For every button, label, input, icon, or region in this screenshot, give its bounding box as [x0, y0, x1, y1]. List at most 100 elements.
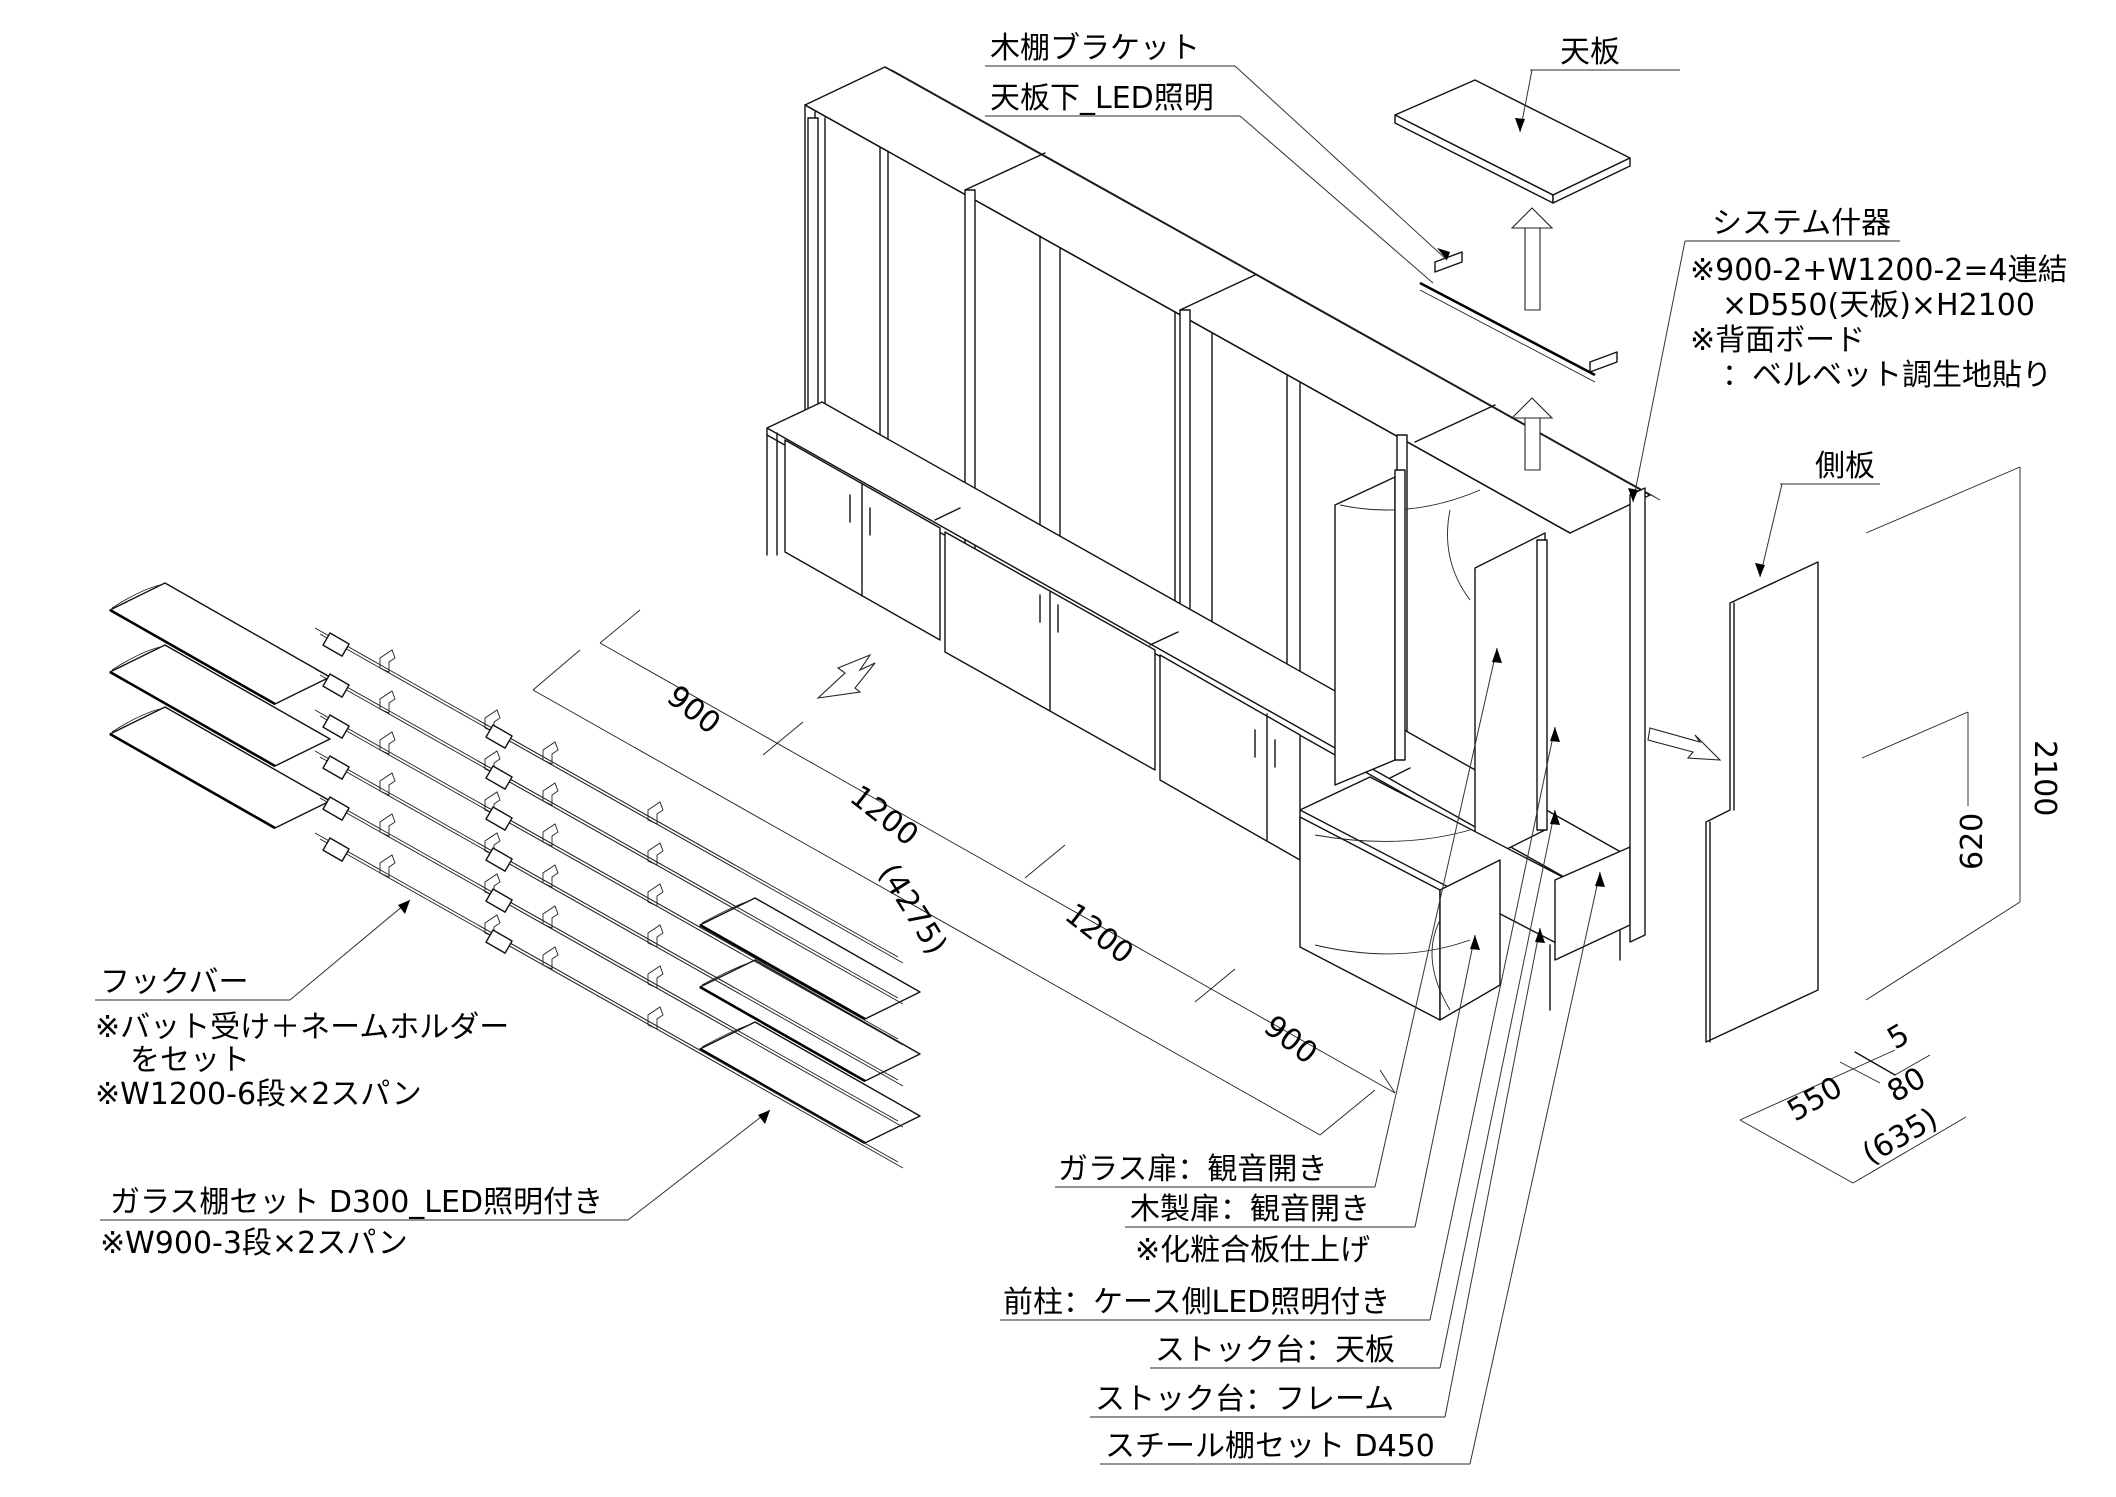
glass-shelf-bracket: [701, 1023, 753, 1048]
glass-shelves-right: [699, 897, 921, 1145]
base-cabinet-2: [944, 531, 1156, 771]
base-cabinet-1: [784, 439, 941, 641]
dim-height-base: 620: [1955, 813, 1990, 870]
glass-shelf-front-edge: [109, 670, 276, 768]
glass-shelf-right-2: [699, 959, 921, 1083]
bat-holder: [542, 864, 559, 888]
bat-holder: [542, 946, 559, 970]
label-steel-shelf: スチール棚セット D450: [1105, 1429, 1435, 1464]
label-wood-shelf-bracket: 木棚ブラケット: [990, 31, 1200, 66]
bay-dividers: [964, 152, 1496, 443]
explode-arrow-right: [1647, 727, 1722, 761]
bat-holder: [542, 905, 559, 929]
label-system-fixture-note2: ×D550(天板)×H2100: [1722, 288, 2035, 323]
name-holder: [485, 929, 513, 954]
hook-bar-row-6-span-2: [477, 924, 904, 1169]
explode-arrow-up-1: [1510, 207, 1554, 311]
label-glass-shelf: ガラス棚セット D300_LED照明付き: [110, 1185, 603, 1220]
bat-holder: [379, 649, 396, 673]
hook-bar-rail: [482, 930, 904, 1169]
name-holder: [322, 714, 350, 739]
name-holder: [322, 755, 350, 780]
bay-base-joints: [934, 507, 1411, 779]
dim-depth-total: (635): [1857, 1101, 1944, 1172]
hook-bar-row-1-span-2: [477, 719, 904, 964]
glass-shelf-front-edge: [109, 608, 276, 706]
glass-door-right: [1394, 469, 1548, 866]
hook-bar-rail: [477, 924, 899, 1163]
hook-bar-rail: [482, 725, 904, 964]
bat-holder: [542, 741, 559, 765]
label-wood-door: 木製扉：観音開き: [1130, 1192, 1370, 1227]
name-holder: [485, 765, 513, 790]
dim-height-total: 2100: [2027, 740, 2062, 816]
label-glass-shelf-note1: ※W900-3段×2スパン: [100, 1226, 408, 1261]
hook-bar-row-2-span-2: [477, 760, 904, 1005]
label-wood-door-note1: ※化粧合板仕上げ: [1135, 1233, 1370, 1268]
label-under-top-led: 天板下_LED照明: [990, 81, 1214, 116]
system-fixture-assembly: [766, 66, 1722, 1021]
glass-shelves-left: [109, 582, 331, 830]
glass-shelf-left-2: [109, 644, 331, 768]
height-dimension-lines: [1861, 466, 2021, 1001]
bat-holder: [379, 813, 396, 837]
label-hook-bar-note2: をセット: [130, 1043, 250, 1078]
bat-holder: [542, 823, 559, 847]
name-holder: [322, 796, 350, 821]
name-holder: [322, 837, 350, 862]
hook-bar-rail: [482, 807, 904, 1046]
bat-holder: [542, 782, 559, 806]
dim-depth-top: 550: [1782, 1070, 1849, 1129]
depth-dimension-lines: [1739, 1049, 1967, 1184]
label-system-fixture-note1: ※900-2+W1200-2=4連結: [1690, 253, 2068, 288]
hook-bar-rail: [482, 766, 904, 1005]
bat-holder: [647, 965, 664, 989]
back-side-panel-right: [1629, 487, 1646, 943]
side-panel-drawing: [1705, 561, 1819, 1043]
label-system-fixture: システム什器: [1712, 206, 1891, 241]
label-system-fixture-note4: ：ベルベット調生地貼り: [1722, 358, 2052, 393]
base-cabinet-3: [1159, 654, 1301, 861]
name-holder: [485, 806, 513, 831]
label-stock-frame: ストック台：フレーム: [1095, 1382, 1394, 1417]
leader-lines: [95, 65, 1900, 1465]
dim-width-3: 1200: [1058, 897, 1140, 972]
label-top-board: 天板: [1560, 35, 1620, 70]
label-glass-door: ガラス扉：観音開き: [1058, 1152, 1327, 1187]
exploded-led-bar: [1419, 281, 1596, 383]
hook-bar-row-4-span-2: [477, 842, 904, 1087]
label-side-panel: 側板: [1815, 449, 1875, 484]
bat-holder: [647, 924, 664, 948]
stock-base: [1299, 776, 1631, 1021]
glass-shelf-front-edge: [109, 732, 276, 830]
bat-holder: [379, 690, 396, 714]
glass-shelf-bracket: [701, 961, 753, 986]
leader-arrowheads: [398, 118, 1765, 1124]
hook-bar-rail: [477, 719, 899, 958]
explode-arrow-left: [816, 653, 876, 699]
glass-shelf-bracket: [111, 646, 161, 671]
width-dimension-lines: [532, 609, 1396, 1136]
name-holder: [485, 724, 513, 749]
glass-shelf-bracket: [701, 899, 753, 924]
dim-width-1: 900: [660, 679, 727, 742]
label-hook-bar-note3: ※W1200-6段×2スパン: [95, 1077, 422, 1112]
label-front-post: 前柱：ケース側LED照明付き: [1003, 1285, 1390, 1320]
hook-bars: [314, 627, 904, 1169]
exploded-top-board: [1394, 79, 1631, 204]
name-holder: [322, 632, 350, 657]
bat-holder: [379, 731, 396, 755]
bat-holder: [647, 801, 664, 825]
glass-shelf-right-3: [699, 1021, 921, 1145]
hook-bar-row-3-span-2: [477, 801, 904, 1046]
name-holder: [485, 847, 513, 872]
dim-width-4: 900: [1257, 1009, 1324, 1072]
name-holder: [322, 673, 350, 698]
hook-bar-rail: [482, 889, 904, 1128]
label-stock-top: ストック台：天板: [1155, 1333, 1395, 1368]
glass-shelf-front-edge: [699, 985, 866, 1083]
glass-shelf-bracket: [111, 708, 161, 733]
hook-bar-rail: [477, 760, 899, 999]
dim-width-2: 1200: [843, 779, 925, 854]
